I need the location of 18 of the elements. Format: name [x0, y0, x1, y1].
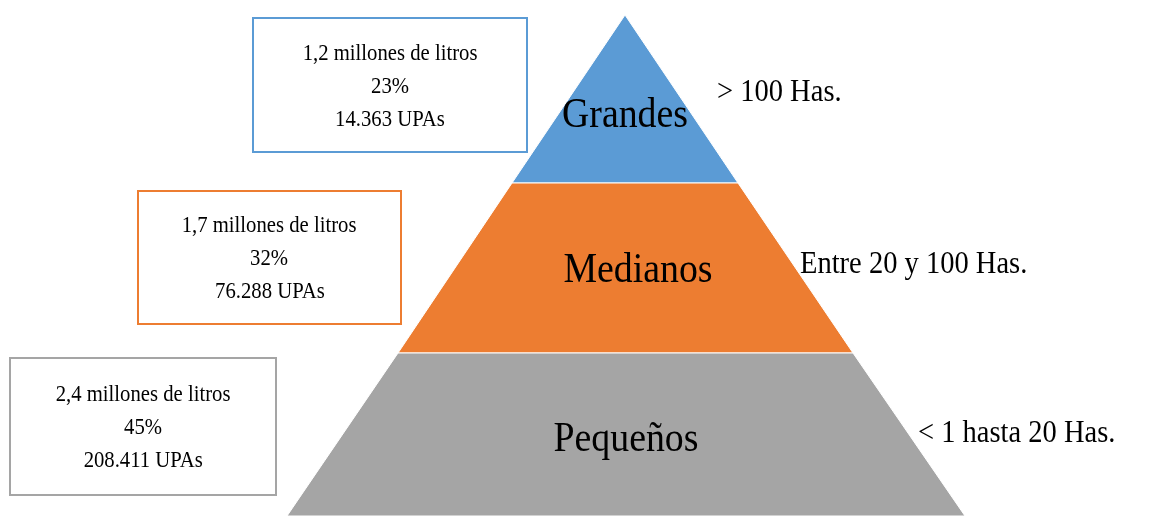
tier-label: Pequeños [553, 413, 699, 461]
tier-label: Grandes [562, 89, 688, 137]
count-text: 208.411 UPAs [83, 446, 203, 474]
percentage-text: 45% [124, 413, 162, 441]
percentage-text: 32% [250, 244, 289, 272]
stat-box [9, 357, 277, 496]
stat-box [252, 17, 528, 153]
stat-box [137, 190, 402, 325]
count-text: 14.363 UPAs [335, 104, 445, 133]
size-range-label: Entre 20 y 100 Has. [800, 245, 1028, 281]
percentage-text: 23% [371, 71, 409, 100]
size-range-label: < 1 hasta 20 Has. [918, 414, 1116, 450]
count-text: 76.288 UPAs [214, 277, 325, 305]
size-range-label: > 100 Has. [717, 73, 842, 109]
volume-text: 1,7 millones de litros [182, 211, 357, 239]
volume-text: 1,2 millones de litros [302, 38, 478, 67]
tier-label: Medianos [563, 244, 713, 292]
volume-text: 2,4 millones de litros [55, 380, 231, 408]
